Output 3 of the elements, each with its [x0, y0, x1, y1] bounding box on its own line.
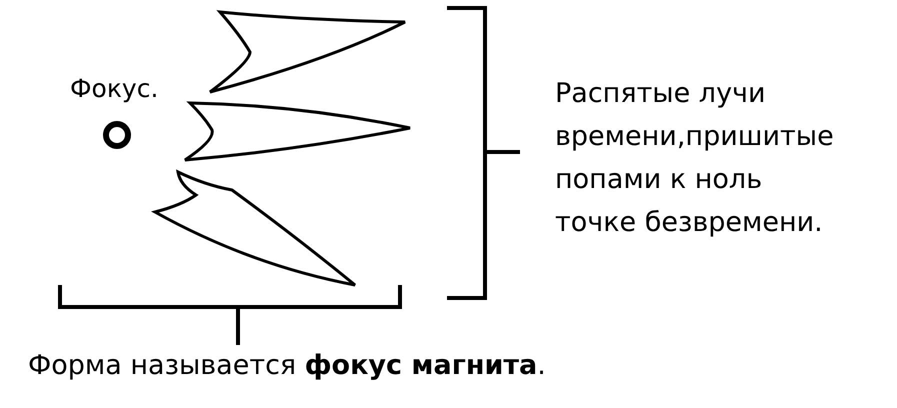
bracket-note: Распятые лучи времени,пришитые попами к ноль точке безвремени. — [555, 77, 835, 240]
focus-label: Фокус. — [70, 74, 158, 103]
caption-text: Форма называется фокус магнита. — [28, 349, 546, 383]
